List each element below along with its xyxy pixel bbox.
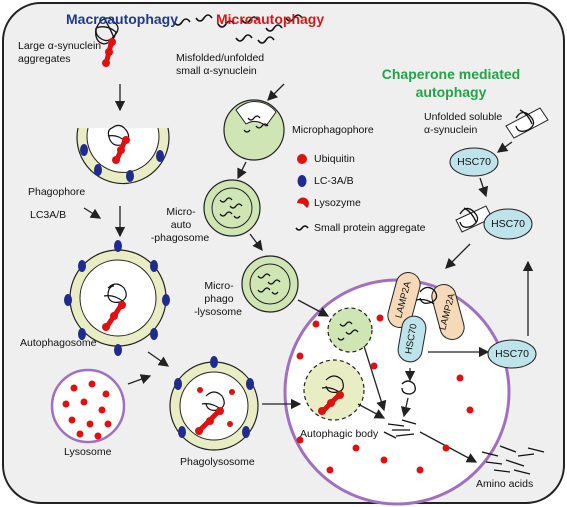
autophagic-body-label: Autophagic body xyxy=(300,428,379,440)
microphagophore-label: Microphagophore xyxy=(292,124,374,136)
arrow-body-degrade xyxy=(357,403,386,419)
peptide-fragments xyxy=(383,419,417,439)
arrow-microautophagosome-to-microphagolysosome xyxy=(249,233,263,252)
lysosome-label: Lysosome xyxy=(64,446,112,458)
arrow-complex-to-lamp2a xyxy=(445,243,471,269)
autophagic-body xyxy=(303,359,365,421)
lysozymes xyxy=(296,314,474,474)
arrow-misfolded-to-microphagophore xyxy=(267,83,285,101)
legend-aggregate-swatch xyxy=(295,225,309,231)
cma-substrate-inside xyxy=(401,380,416,395)
misfolded-label-1: Misfolded/unfolded xyxy=(176,52,265,64)
legend-aggregate-label: Small protein aggregate xyxy=(314,222,426,234)
lc3ab-label: LC3A/B xyxy=(30,209,67,221)
hsc70-right-shape xyxy=(487,339,537,369)
microauto-label-2: auto xyxy=(170,219,192,231)
large-aggregates-label-1: Large α-synuclein xyxy=(18,40,102,52)
legend xyxy=(295,154,309,231)
micro-autophagosome xyxy=(203,179,261,237)
autophagosome-label: Autophagosome xyxy=(20,337,97,349)
microphago-label-3: -lysosome xyxy=(194,306,242,318)
phagolysosome xyxy=(169,356,259,451)
micro-phago-lysosome xyxy=(241,255,299,313)
microphagophore xyxy=(223,99,285,161)
legend-ubiquitin-label: Ubiquitin xyxy=(314,153,355,165)
hsc70-right-label: HSC70 xyxy=(495,348,529,360)
phagophore-label: Phagophore xyxy=(28,186,86,198)
microphago-label-1: Micro- xyxy=(204,280,234,292)
microauto-label-1: Micro- xyxy=(166,206,196,218)
large-aggregates-label-2: aggregates xyxy=(18,53,71,65)
arrow-lc3-in xyxy=(83,207,102,219)
unfolded-label-2: α-synuclein xyxy=(424,124,478,136)
microautophagy-title: Microautophagy xyxy=(216,11,325,27)
cma-title-line1: Chaperone mediated xyxy=(381,66,521,82)
arrow-unfolded-to-hsc70 xyxy=(496,141,513,153)
legend-lysozyme-swatch xyxy=(297,197,309,208)
legend-lc3-label: LC-3A/B xyxy=(314,175,354,187)
misfolded-aggregates xyxy=(173,14,303,44)
hsc70-top-label: HSC70 xyxy=(457,156,491,168)
legend-lc3-swatch xyxy=(297,175,307,187)
lamp2a-complex xyxy=(387,272,465,363)
small-lysosome xyxy=(50,368,126,444)
phagolysosome-label: Phagolysosome xyxy=(180,456,255,468)
arrow-microphagolysosome-to-body xyxy=(297,299,330,317)
amino-acids-label: Amino acids xyxy=(476,478,534,490)
misfolded-label-2: small α-synuclein xyxy=(176,65,257,77)
micro-body xyxy=(327,307,373,353)
cma-title-line2: autophagy xyxy=(415,84,487,100)
amino-acid-fragments xyxy=(481,445,545,475)
arrow-micro-degrade xyxy=(363,345,387,412)
unfolded-soluble xyxy=(505,107,549,139)
microphago-label-2: phago xyxy=(204,293,234,305)
microauto-label-3: -phagosome xyxy=(150,232,210,244)
hsc70-mid-label: HSC70 xyxy=(491,218,525,230)
arrow-hsc70-down xyxy=(478,177,489,198)
arrow-microphagophore-to-microautophagosome xyxy=(237,161,247,180)
arrow-cma-to-fragments xyxy=(400,397,412,418)
autophagosome xyxy=(64,240,170,356)
large-aggregate xyxy=(95,17,119,67)
substrate-complex xyxy=(455,205,533,240)
macroautophagy-title: Macroautophagy xyxy=(66,11,179,27)
phagophore xyxy=(76,124,170,185)
hsc70-top-shape xyxy=(449,147,499,177)
arrow-lysosome-to-phagolysosome xyxy=(127,374,152,385)
arrow-autophagosome-to-phagolysosome xyxy=(147,351,170,367)
unfolded-label-1: Unfolded soluble xyxy=(424,111,503,123)
legend-ubiquitin-swatch xyxy=(297,154,307,164)
legend-lysozyme-label: Lysozyme xyxy=(314,197,361,209)
